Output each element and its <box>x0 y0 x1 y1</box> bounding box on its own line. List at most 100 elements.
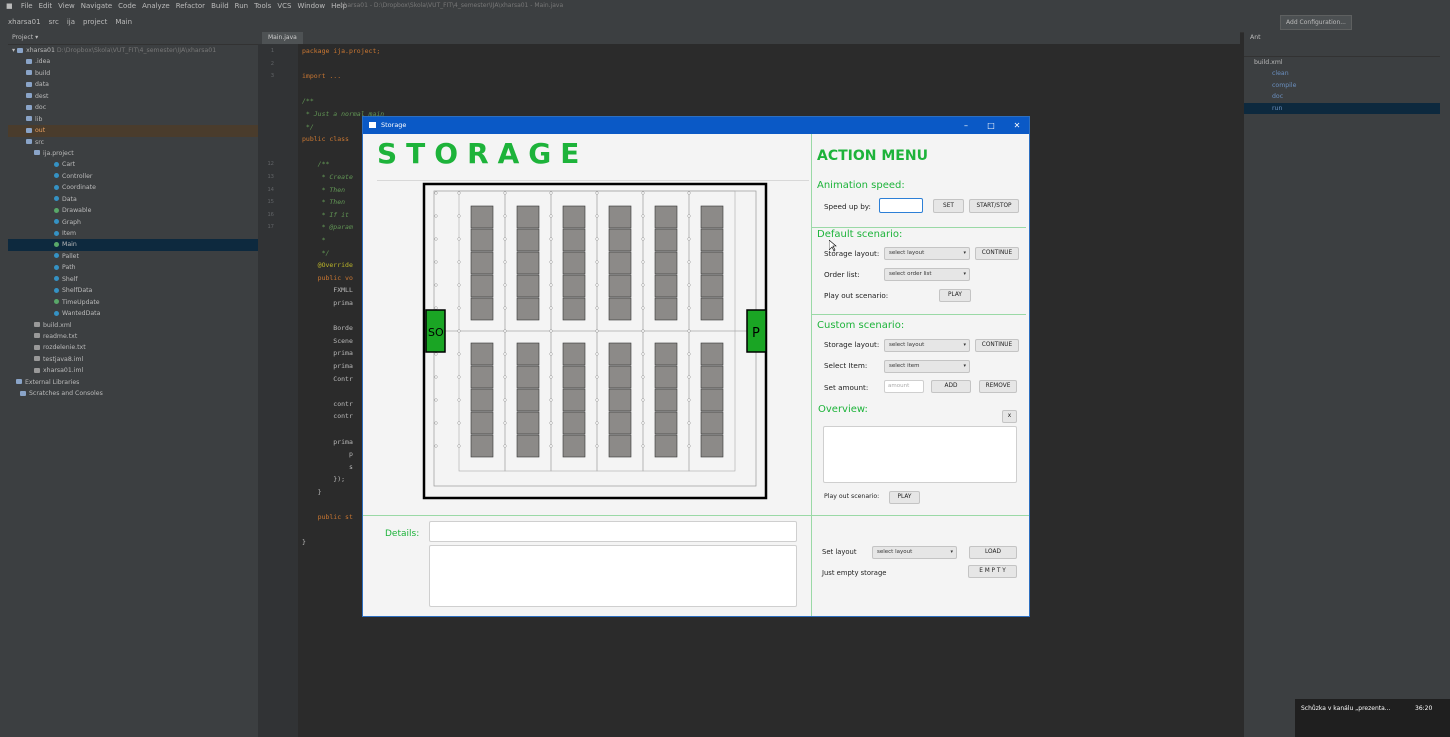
tree-item[interactable]: build.xml <box>8 320 258 331</box>
ant-item[interactable]: build.xml <box>1244 57 1440 68</box>
shelf-cell[interactable] <box>470 388 494 412</box>
shelf-cell[interactable] <box>700 228 724 252</box>
tree-item[interactable]: TimeUpdate <box>8 297 258 308</box>
tree-item[interactable]: dest <box>8 91 258 102</box>
shelf-cell[interactable] <box>562 365 586 389</box>
tree-item[interactable]: lib <box>8 114 258 125</box>
shelf-cell[interactable] <box>470 411 494 435</box>
menu-item[interactable]: Build <box>211 2 229 10</box>
ant-item[interactable]: compile <box>1244 80 1440 91</box>
tree-item[interactable]: ija.project <box>8 148 258 159</box>
shelf-cell[interactable] <box>654 274 678 298</box>
left-tool-strip[interactable] <box>0 32 8 737</box>
shelf-cell[interactable] <box>700 342 724 366</box>
shelf-cell[interactable] <box>562 388 586 412</box>
start-stop-button[interactable]: START/STOP <box>969 199 1019 213</box>
overview-area[interactable] <box>823 426 1017 483</box>
shelf-cell[interactable] <box>608 274 632 298</box>
tree-item[interactable]: rozdelenie.txt <box>8 342 258 353</box>
ant-item[interactable]: doc <box>1244 91 1440 102</box>
maximize-button[interactable]: □ <box>987 121 995 130</box>
tab-main-java[interactable]: Main.java <box>262 32 303 44</box>
menu-item[interactable]: View <box>58 2 75 10</box>
default-play-button[interactable]: PLAY <box>939 289 971 302</box>
meeting-notification[interactable]: Schůzka v kanálu „prezenta... 36:20 <box>1295 699 1450 737</box>
tree-item[interactable]: readme.txt <box>8 331 258 342</box>
shelf-cell[interactable] <box>470 251 494 275</box>
breadcrumb-item[interactable]: ija <box>66 18 76 26</box>
tree-item[interactable]: .idea <box>8 56 258 67</box>
tree-item[interactable]: out <box>8 125 258 137</box>
shelf-cell[interactable] <box>700 251 724 275</box>
overview-play-button[interactable]: PLAY <box>889 491 920 504</box>
shelf-cell[interactable] <box>700 411 724 435</box>
shelf-cell[interactable] <box>608 342 632 366</box>
shelf-cell[interactable] <box>700 365 724 389</box>
menu-item[interactable]: Window <box>297 2 326 10</box>
shelf-cell[interactable] <box>608 411 632 435</box>
tree-item[interactable]: Scratches and Consoles <box>8 388 258 399</box>
menu-item[interactable]: Edit <box>38 2 53 10</box>
shelf-cell[interactable] <box>654 434 678 458</box>
shelf-cell[interactable] <box>700 434 724 458</box>
breadcrumb-item[interactable]: Main <box>115 18 133 26</box>
shelf-cell[interactable] <box>654 411 678 435</box>
shelf-cell[interactable] <box>562 205 586 229</box>
shelf-cell[interactable] <box>562 228 586 252</box>
shelf-cell[interactable] <box>470 342 494 366</box>
select-item-select[interactable]: select item▾ <box>884 360 970 373</box>
tree-item[interactable]: ShelfData <box>8 285 258 296</box>
shelf-cell[interactable] <box>654 228 678 252</box>
shelf-cell[interactable] <box>516 434 540 458</box>
shelf-cell[interactable] <box>608 365 632 389</box>
menu-item[interactable]: Tools <box>254 2 272 10</box>
shelf-cell[interactable] <box>700 297 724 321</box>
menu-item[interactable]: VCS <box>277 2 292 10</box>
add-button[interactable]: ADD <box>931 380 971 393</box>
tree-item[interactable]: Main <box>8 239 258 251</box>
details-area[interactable] <box>429 545 797 607</box>
shelf-cell[interactable] <box>608 205 632 229</box>
shelf-cell[interactable] <box>608 388 632 412</box>
so-station[interactable] <box>425 309 446 353</box>
tree-item[interactable]: Shelf <box>8 274 258 285</box>
tree-root[interactable]: ▾ xharsa01 D:\Dropbox\Skola\VUT_FIT\4_se… <box>12 47 217 54</box>
custom-layout-select[interactable]: select layout▾ <box>884 339 970 352</box>
default-layout-select[interactable]: select layout▾ <box>884 247 970 260</box>
shelf-cell[interactable] <box>516 388 540 412</box>
shelf-cell[interactable] <box>470 365 494 389</box>
tree-item[interactable]: data <box>8 79 258 90</box>
shelf-cell[interactable] <box>608 434 632 458</box>
empty-button[interactable]: E M P T Y <box>968 565 1017 578</box>
shelf-cell[interactable] <box>516 205 540 229</box>
p-station[interactable] <box>746 309 767 353</box>
shelf-cell[interactable] <box>470 274 494 298</box>
remove-button[interactable]: REMOVE <box>979 380 1017 393</box>
tree-item[interactable]: xharsa01.iml <box>8 365 258 376</box>
menu-item[interactable]: Run <box>234 2 249 10</box>
set-button[interactable]: SET <box>933 199 964 213</box>
menu-item[interactable]: Refactor <box>175 2 206 10</box>
tree-item[interactable]: Item <box>8 228 258 239</box>
tree-item[interactable]: Controller <box>8 171 258 182</box>
menu-item[interactable]: File <box>20 2 33 10</box>
shelf-cell[interactable] <box>608 228 632 252</box>
close-button[interactable]: ✕ <box>1013 121 1021 130</box>
shelf-cell[interactable] <box>562 297 586 321</box>
menu-item[interactable]: Navigate <box>80 2 113 10</box>
speed-input[interactable] <box>879 198 923 213</box>
tree-item[interactable]: Drawable <box>8 205 258 216</box>
set-layout-select[interactable]: select layout▾ <box>872 546 957 559</box>
shelf-cell[interactable] <box>470 205 494 229</box>
shelf-cell[interactable] <box>654 342 678 366</box>
storage-title-bar[interactable]: Storage – □ ✕ <box>363 117 1029 134</box>
add-configuration-button[interactable]: Add Configuration... <box>1280 15 1352 30</box>
order-list-select[interactable]: select order list▾ <box>884 268 970 281</box>
shelf-cell[interactable] <box>562 434 586 458</box>
shelf-cell[interactable] <box>608 297 632 321</box>
shelf-cell[interactable] <box>700 205 724 229</box>
default-continue-button[interactable]: CONTINUE <box>975 247 1019 260</box>
shelf-cell[interactable] <box>516 365 540 389</box>
shelf-cell[interactable] <box>654 365 678 389</box>
shelf-cell[interactable] <box>654 205 678 229</box>
